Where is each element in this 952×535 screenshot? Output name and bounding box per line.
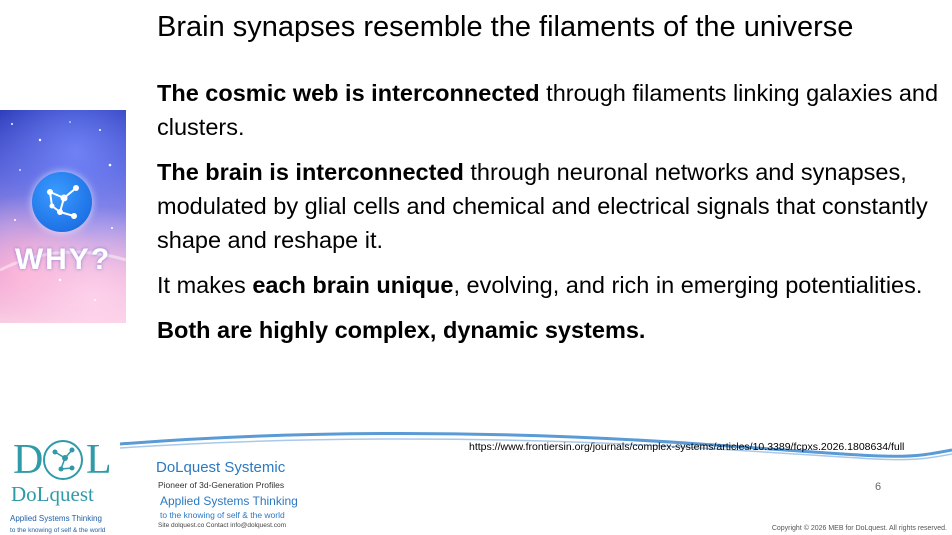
logo-letter-l: L: [86, 437, 112, 483]
slide-title: Brain synapses resemble the filaments of…: [157, 11, 854, 43]
systemic-ast: Applied Systems Thinking: [160, 494, 298, 508]
paragraph-bold: each brain unique: [252, 272, 454, 298]
paragraph-cosmic-web: The cosmic web is interconnected through…: [157, 76, 942, 144]
paragraph-text: through filaments linking galaxies and c…: [157, 80, 939, 140]
systemic-knowing: to the knowing of self & the world: [160, 510, 285, 520]
paragraph-bold: Both are highly complex, dynamic systems…: [157, 317, 646, 343]
systemic-contact: Site dolquest.co Contact info@dolquest.c…: [158, 522, 287, 529]
network-icon: [32, 172, 92, 232]
why-image: WHY?: [0, 110, 126, 323]
logo-subtagline: to the knowing of self & the world: [10, 527, 106, 534]
paragraph-unique: It makes each brain unique, evolving, an…: [157, 268, 942, 302]
paragraph-lead: It makes: [157, 272, 253, 298]
content-paragraphs: The cosmic web is interconnected through…: [157, 76, 942, 358]
logo-network-icon: [43, 440, 83, 480]
logo-tagline: Applied Systems Thinking: [10, 514, 102, 523]
paragraph-brain: The brain is interconnected through neur…: [157, 155, 942, 257]
stars-decoration: [0, 121, 126, 301]
paragraph-text: , evolving, and rich in emerging potenti…: [453, 272, 923, 298]
paragraph-text: through neuronal networks and synapses, …: [157, 159, 928, 253]
systemic-title: DoLquest Systemic: [156, 459, 286, 476]
footer-wave: [119, 432, 952, 461]
paragraph-bold: The brain is interconnected: [157, 159, 464, 185]
paragraph-complex: Both are highly complex, dynamic systems…: [157, 313, 942, 347]
page-number: 6: [875, 481, 882, 493]
paragraph-bold: The cosmic web is interconnected: [157, 80, 540, 106]
why-text: WHY?: [14, 243, 112, 276]
copyright-notice: Copyright © 2026 MEB for DoLquest. All r…: [771, 525, 947, 532]
reference-link[interactable]: https://www.frontiersin.org/journals/com…: [469, 441, 905, 453]
systemic-pioneer: Pioneer of 3d-Generation Profiles: [158, 480, 285, 490]
dolquest-logo: D L DoLquest Applied Systems Thinking to…: [0, 433, 126, 535]
logo-letter-d: D: [13, 437, 44, 483]
logo-name: DoLquest: [11, 482, 94, 506]
